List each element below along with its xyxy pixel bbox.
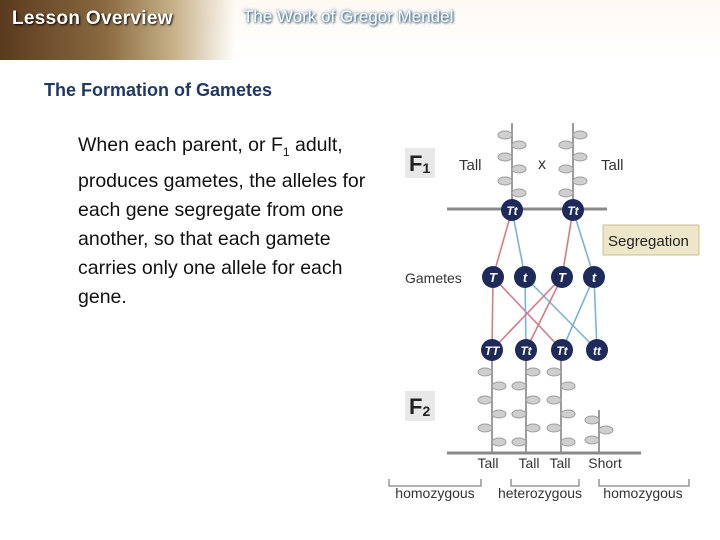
slide-header: Lesson Overview The Work of Gregor Mende… [0, 0, 720, 60]
f1-label: F1 [409, 151, 430, 176]
lesson-label: Lesson Overview [12, 8, 173, 29]
genotype-brackets [388, 479, 690, 487]
parent-allele: Tt [567, 204, 579, 218]
gamete-allele: T [558, 270, 567, 285]
header-banner-image [0, 0, 235, 60]
phenotype-label: Short [588, 455, 622, 471]
plant-illustrations [477, 123, 614, 452]
segregation-lines [491, 209, 598, 351]
body-subscript: 1 [282, 144, 290, 159]
gametes-label: Gametes [405, 270, 462, 286]
offspring-genotype: tt [593, 344, 602, 358]
slide-title: The Formation of Gametes [44, 80, 273, 100]
gamete-allele: T [489, 270, 498, 285]
segregation-label: Segregation [608, 233, 689, 250]
phenotype-label: Tall [477, 455, 498, 471]
offspring-genotype: Tt [556, 344, 568, 358]
body-text: When each parent, or F1 adult, produces … [78, 131, 368, 312]
segregation-box [602, 224, 700, 256]
gamete-allele: t [523, 270, 528, 285]
parent-allele-circles: Tt Tt [501, 199, 584, 221]
gamete-allele: t [592, 270, 597, 285]
right-parent-label: Tall [601, 157, 624, 174]
genotype-label: homozygous [395, 485, 474, 501]
parent-allele: Tt [506, 204, 518, 218]
unit-title: The Work of Gregor Mendel [243, 7, 454, 26]
cross-symbol: x [538, 156, 546, 173]
offspring-genotype: TT [485, 344, 501, 358]
body-text-rest: adult, produces gametes, the alleles for… [78, 134, 366, 308]
genotype-label: heterozygous [498, 485, 582, 501]
phenotype-label: Tall [518, 455, 539, 471]
segregation-diagram: F1 F2 Tall x Tall Segregation Gametes Tt… [388, 123, 700, 501]
left-parent-label: Tall [459, 157, 482, 174]
offspring-genotype: Tt [520, 344, 532, 358]
phenotype-label: Tall [549, 455, 570, 471]
genotype-label: homozygous [603, 485, 682, 501]
gamete-circles: T t T t [482, 266, 605, 288]
f2-label: F2 [409, 394, 430, 419]
body-text-start: When each parent, or F [78, 134, 283, 156]
offspring-circles: TT Tt Tt tt [481, 339, 608, 361]
